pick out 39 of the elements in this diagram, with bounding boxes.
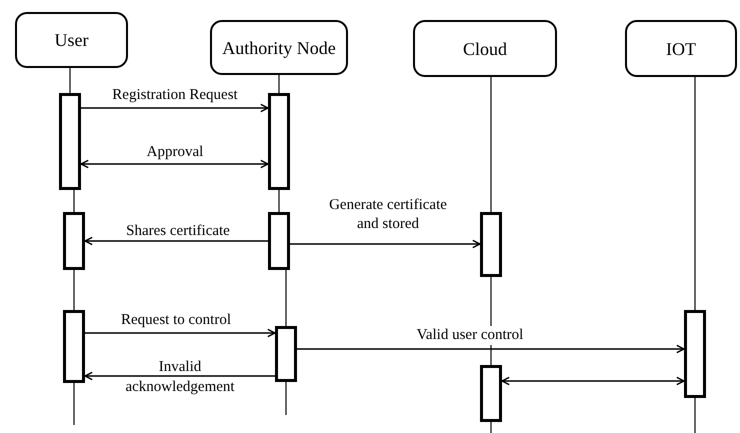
lifeline — [278, 75, 280, 93]
double-arrow — [501, 376, 685, 386]
message-arrow — [290, 240, 481, 248]
lifeline — [694, 398, 696, 433]
message-label: Registration Request — [111, 86, 239, 105]
message-arrow — [84, 236, 268, 246]
message-label: Invalid acknowledgement — [124, 358, 236, 397]
lifeline — [73, 270, 75, 310]
activation-bar — [63, 310, 85, 383]
lifeline — [69, 68, 71, 93]
participant-box: User — [15, 12, 128, 68]
lifeline — [490, 422, 492, 433]
lifeline — [490, 77, 492, 212]
message-label: Shares certificate — [125, 222, 231, 241]
lifeline — [278, 190, 280, 212]
participant-box: IOT — [625, 20, 737, 77]
lifeline — [285, 270, 287, 326]
double-arrow — [80, 160, 269, 168]
activation-bar — [480, 365, 502, 422]
activation-bar — [275, 326, 297, 382]
lifeline — [73, 190, 75, 212]
activation-bar — [268, 212, 290, 270]
activation-bar — [684, 310, 706, 398]
participant-box: Cloud — [413, 20, 557, 77]
lifeline — [285, 382, 287, 415]
message-label: Generate certificate and stored — [328, 196, 448, 234]
message-label: Approval — [146, 143, 204, 162]
lifeline — [73, 383, 75, 425]
message-label: Request to control — [120, 311, 232, 330]
activation-bar — [268, 93, 290, 190]
message-arrow — [297, 344, 685, 354]
message-arrow — [84, 372, 275, 380]
message-arrow — [85, 328, 276, 338]
activation-bar — [63, 212, 85, 270]
activation-bar — [480, 212, 502, 277]
lifeline — [694, 77, 696, 310]
message-arrow — [81, 104, 269, 112]
activation-bar — [59, 93, 81, 190]
participant-box: Authority Node — [210, 20, 348, 75]
